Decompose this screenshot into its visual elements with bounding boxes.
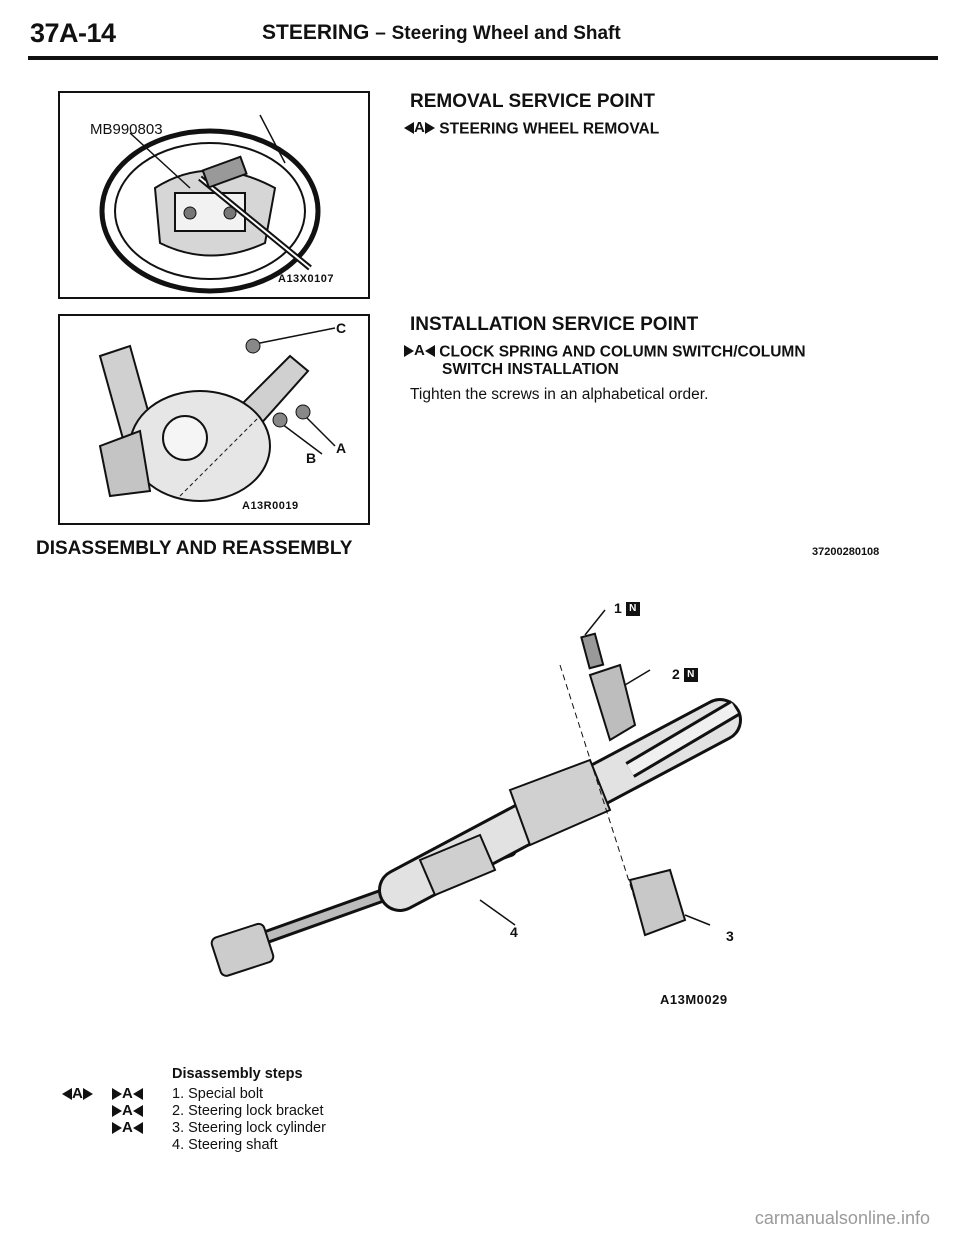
step-1-removal-letter: A xyxy=(72,1085,83,1102)
callout-1: 1 N xyxy=(614,600,640,617)
callout-3: 3 xyxy=(726,928,734,944)
installation-mark-letter: A xyxy=(414,342,425,359)
header-rule xyxy=(28,56,938,60)
steering-column-illustration xyxy=(210,609,742,977)
removal-item: A STEERING WHEEL REMOVAL xyxy=(404,119,659,139)
step-1-removal-mark-glyph: A xyxy=(62,1085,93,1102)
figure2-code: A13R0019 xyxy=(242,500,299,512)
step-1: 1. Special bolt xyxy=(172,1086,264,1102)
step-2-install-mark-glyph: A xyxy=(112,1102,143,1119)
screw-label-a: A xyxy=(336,440,347,456)
arrow-left-icon xyxy=(132,1121,143,1134)
section-subtitle: Steering Wheel and Shaft xyxy=(391,23,621,44)
figure3-code: A13M0029 xyxy=(660,992,728,1007)
non-reusable-icon: N xyxy=(625,602,640,617)
section-title: STEERING – Steering Wheel and Shaft xyxy=(262,21,621,45)
step-2-install-letter: A xyxy=(122,1102,133,1119)
steering-wheel-figure: MB990803 A13X0107 xyxy=(58,91,370,299)
step-3-install-mark: A xyxy=(112,1119,143,1139)
removal-mark-letter: A xyxy=(414,119,425,136)
callout-2: 2 N xyxy=(672,666,698,683)
arrow-right-icon xyxy=(112,1104,122,1117)
step-2-install-mark: A xyxy=(112,1102,143,1122)
title-dash: – xyxy=(375,23,386,44)
step-3-install-mark-glyph: A xyxy=(112,1119,143,1136)
step-3: 3. Steering lock cylinder xyxy=(172,1120,326,1136)
removal-item-text: STEERING WHEEL REMOVAL xyxy=(439,120,660,138)
non-reusable-icon: N xyxy=(683,668,698,683)
installation-mark: A xyxy=(404,342,435,359)
arrow-right-icon xyxy=(112,1087,122,1100)
arrow-left-icon xyxy=(132,1104,143,1117)
removal-heading: REMOVAL SERVICE POINT xyxy=(410,91,655,112)
callout-2-number: 2 xyxy=(672,666,680,682)
arrow-left-icon xyxy=(404,121,414,134)
step-1-install-mark-glyph: A xyxy=(112,1085,143,1102)
arrow-left-icon xyxy=(62,1087,72,1100)
disassembly-heading: DISASSEMBLY AND REASSEMBLY xyxy=(36,538,353,559)
installation-item-line1: CLOCK SPRING AND COLUMN SWITCH/COLUMN xyxy=(439,343,806,361)
removal-mark: A xyxy=(404,119,435,136)
installation-item-line2: SWITCH INSTALLATION xyxy=(442,361,619,378)
arrow-right-icon xyxy=(82,1087,93,1100)
column-switch-illustration xyxy=(98,327,336,502)
step-2: 2. Steering lock bracket xyxy=(172,1103,324,1119)
step-4: 4. Steering shaft xyxy=(172,1137,278,1153)
watermark: carmanualsonline.info xyxy=(754,1208,930,1228)
column-switch-figure: C B A A13R0019 xyxy=(58,314,370,525)
installation-instruction: Tighten the screws in an alphabetical or… xyxy=(410,386,709,403)
steering-wheel-illustration xyxy=(99,114,321,294)
arrow-left-icon xyxy=(424,344,435,357)
tool-part-number: MB990803 xyxy=(90,121,163,138)
figure1-code: A13X0107 xyxy=(278,273,334,285)
step-1-install-letter: A xyxy=(122,1085,133,1102)
section-name: STEERING xyxy=(262,21,370,44)
arrow-right-icon xyxy=(424,121,435,134)
step-1-install-mark: A xyxy=(112,1085,143,1105)
page-number: 37A-14 xyxy=(30,18,116,48)
callout-1-number: 1 xyxy=(614,600,622,616)
steps-heading: Disassembly steps xyxy=(172,1066,303,1082)
callout-4: 4 xyxy=(510,924,518,940)
arrow-right-icon xyxy=(404,344,414,357)
installation-heading: INSTALLATION SERVICE POINT xyxy=(410,314,699,335)
arrow-right-icon xyxy=(112,1121,122,1134)
arrow-left-icon xyxy=(132,1087,143,1100)
installation-item: A CLOCK SPRING AND COLUMN SWITCH/COLUMN xyxy=(404,342,806,362)
step-1-removal-mark: A xyxy=(62,1085,93,1105)
reference-code: 37200280108 xyxy=(812,546,880,558)
step-3-install-letter: A xyxy=(122,1119,133,1136)
screw-label-b: B xyxy=(306,450,317,466)
screw-label-c: C xyxy=(336,320,347,336)
